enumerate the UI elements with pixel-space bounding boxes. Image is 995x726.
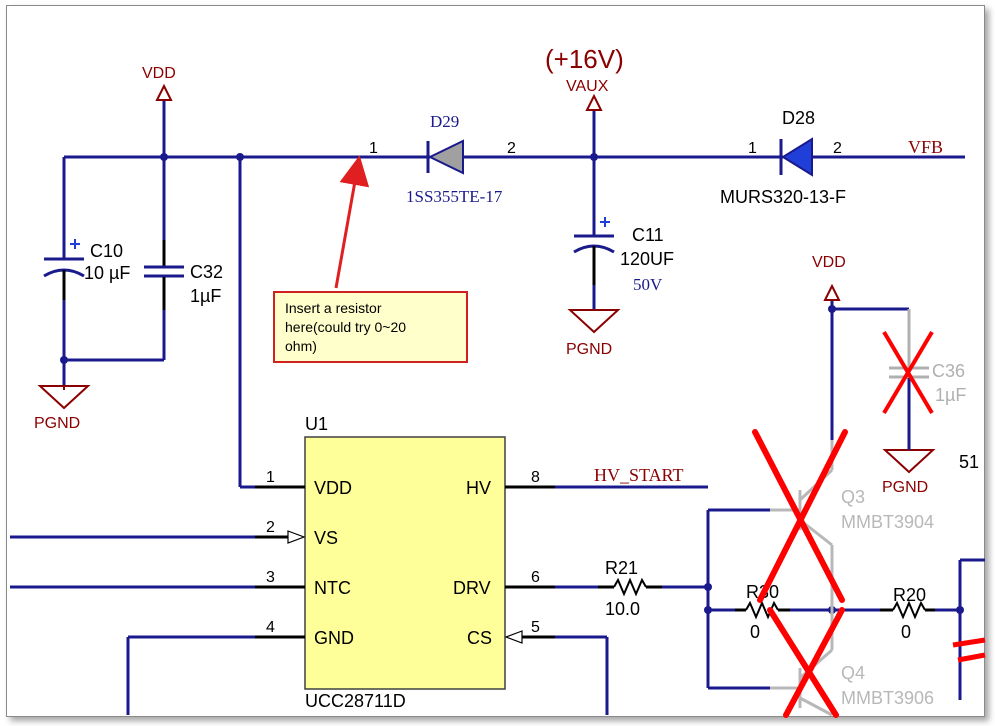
u1-vs-input-arrow xyxy=(287,530,306,544)
ground-symbol-left xyxy=(37,385,91,410)
u1-pin-num-drv: 6 xyxy=(531,569,540,586)
resistor-r30 xyxy=(735,600,790,620)
vaux-net-label: VAUX xyxy=(566,78,609,95)
d28-pin1: 1 xyxy=(748,140,757,157)
ground-symbol-c11 xyxy=(567,309,621,334)
u1-pin-num-ntc: 3 xyxy=(266,569,275,586)
u1-part: UCC28711D xyxy=(305,691,406,711)
c32-value: 1µF xyxy=(190,286,221,306)
c11-ref: C11 xyxy=(632,225,664,245)
d29-ref: D29 xyxy=(430,112,459,131)
diode-d29 xyxy=(360,139,480,175)
d28-value: MURS320-13-F xyxy=(720,187,846,207)
c32-ref: C32 xyxy=(190,262,223,282)
ground-symbol-c36 xyxy=(882,449,936,474)
d28-ref: D28 xyxy=(782,108,815,128)
u1-pin-name-gnd: GND xyxy=(314,628,354,648)
pgnd-label-left: PGND xyxy=(34,415,80,432)
u1-ref: U1 xyxy=(305,414,328,434)
c10-value: 10 µF xyxy=(84,263,130,283)
c11-voltage: 50V xyxy=(633,275,663,294)
capacitor-c32 xyxy=(144,240,184,310)
r20-ref: R20 xyxy=(893,585,926,605)
d28-pin2: 2 xyxy=(833,140,842,157)
c10-ref: C10 xyxy=(90,241,123,261)
capacitor-c11 xyxy=(573,205,615,285)
c11-value: 120UF xyxy=(620,249,674,269)
d29-pin1: 1 xyxy=(369,140,378,157)
annotation-arrow xyxy=(334,155,370,289)
r20-value: 0 xyxy=(901,622,911,642)
diode-d28 xyxy=(750,137,880,177)
capacitor-c36 xyxy=(889,309,929,450)
hv-start-net-label: HV_START xyxy=(594,465,683,485)
vaux-voltage-label: (+16V) xyxy=(545,44,624,74)
r21-ref: R21 xyxy=(605,558,638,578)
u1-pin-name-ntc: NTC xyxy=(314,578,351,598)
junction-dots xyxy=(60,153,964,614)
u1-pin-num-hv: 8 xyxy=(531,469,540,486)
annotation-note: Insert a resistor here(could try 0~20 oh… xyxy=(273,291,468,363)
c36-cross-out xyxy=(882,330,934,415)
u1-pin-num-vs: 2 xyxy=(266,519,275,536)
capacitor-c10 xyxy=(43,230,85,300)
resistor-r20 xyxy=(880,600,935,620)
u1-pin-name-vdd: VDD xyxy=(314,478,352,498)
vdd-right-symbol xyxy=(823,283,841,301)
pgnd-label-c36: PGND xyxy=(882,479,928,496)
u1-cs-input-arrow xyxy=(504,630,523,644)
vdd-net-label-right: VDD xyxy=(812,254,846,271)
d29-value: 1SS355TE-17 xyxy=(406,187,503,206)
resistor-r21 xyxy=(598,577,662,597)
right-edge-cross-out xyxy=(952,637,986,663)
u1-pin-name-hv: HV xyxy=(466,478,491,498)
pgnd-label-c11: PGND xyxy=(566,341,612,358)
u1-ic-body xyxy=(304,436,506,690)
partial-label-right: 51 xyxy=(959,452,979,472)
u1-pin-num-vdd: 1 xyxy=(266,469,275,486)
d29-pin2: 2 xyxy=(507,140,516,157)
vaux-symbol xyxy=(585,93,603,111)
u1-pin-name-vs: VS xyxy=(314,528,338,548)
c36-ref: C36 xyxy=(932,361,965,381)
r21-value: 10.0 xyxy=(605,599,640,619)
q4-ref: Q4 xyxy=(841,663,865,683)
q3-ref: Q3 xyxy=(841,487,865,507)
c36-value: 1µF xyxy=(935,385,966,405)
vdd-left-symbol xyxy=(155,83,173,101)
q4-value: MMBT3906 xyxy=(841,688,934,708)
r30-value: 0 xyxy=(750,622,760,642)
u1-left-pin-stubs xyxy=(255,485,555,639)
vfb-net-label: VFB xyxy=(908,137,943,157)
u1-pin-num-cs: 5 xyxy=(531,619,540,636)
transistor-cross-out xyxy=(752,429,848,718)
vdd-net-label-left: VDD xyxy=(142,65,176,82)
u1-pin-num-gnd: 4 xyxy=(266,619,275,636)
q3-value: MMBT3904 xyxy=(841,512,934,532)
u1-pin-name-cs: CS xyxy=(467,628,492,648)
u1-pin-name-drv: DRV xyxy=(453,578,491,598)
